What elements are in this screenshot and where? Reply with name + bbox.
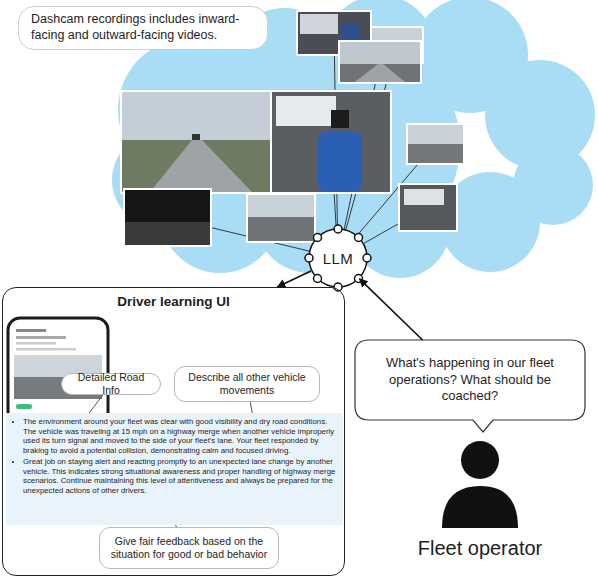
speech-bubble: What's happening in our fleet operations…: [355, 340, 585, 432]
vehicle: [192, 134, 200, 140]
cab-window: [276, 96, 336, 126]
question-text: What's happening in our fleet operations…: [355, 340, 585, 420]
flow-arrow: [360, 279, 423, 340]
actor-label: Fleet operator: [410, 537, 550, 560]
person-body: [442, 486, 518, 528]
ring-dot: [363, 254, 371, 262]
text-bar: [16, 348, 76, 351]
ring-dot: [313, 275, 321, 283]
sky: [248, 195, 314, 217]
feedback-text: Great job on staying alert and reacting …: [23, 457, 337, 495]
road: [355, 64, 405, 82]
ground: [122, 140, 270, 192]
ring-dot: [334, 225, 342, 233]
ground: [340, 64, 420, 82]
text-bar: [16, 336, 66, 339]
speech-outline: [355, 340, 585, 432]
panel-heading: Driver learning UI: [3, 294, 344, 309]
ring-dot: [355, 233, 363, 241]
ring-dot: [305, 254, 313, 262]
ui-panel: Driver learning UI The environment around…: [2, 287, 345, 576]
video-thumbnail: [398, 183, 458, 232]
leader-line: [89, 395, 103, 413]
thumbnail-frame: [406, 123, 465, 165]
text-bar: [16, 329, 46, 332]
status-tag: [16, 404, 32, 409]
thumbnail-frame: [338, 40, 422, 84]
callout-bubble: Dashcam recordings includes inward-facin…: [18, 6, 268, 50]
ring-dot: [313, 233, 321, 241]
feedback-text: The environment around your fleet was cl…: [23, 417, 337, 455]
flow-arrow: [277, 271, 311, 287]
llm-node: LLM: [308, 228, 368, 288]
llm-circle: [309, 229, 367, 287]
night-sky: [125, 190, 210, 245]
ring-dot: [355, 275, 363, 283]
feedback-box: The environment around your fleet was cl…: [6, 413, 343, 525]
cab-window: [404, 189, 444, 205]
sky: [122, 92, 270, 140]
person-head: [461, 441, 499, 479]
cab-window: [300, 14, 338, 34]
callout-text: Give fair feedback based on the situatio…: [106, 535, 272, 560]
road: [150, 140, 252, 192]
callout-text: Dashcam recordings includes inward-facin…: [31, 12, 255, 43]
person-actor: Fleet operator: [410, 436, 550, 566]
ground: [248, 217, 314, 241]
driver-figure: [318, 132, 362, 192]
ground: [125, 222, 210, 245]
video-thumbnail: [120, 90, 272, 194]
face-blur: [331, 110, 349, 128]
video-thumbnail: [246, 193, 316, 243]
thumbnail-frame: [123, 188, 212, 247]
video-thumbnail: [123, 188, 212, 247]
ground: [408, 144, 463, 163]
annotation-callout: Describe all other vehicle movements: [174, 366, 320, 402]
callout-text: Detailed Road Info: [68, 371, 154, 396]
annotation-callout: Give fair feedback based on the situatio…: [99, 527, 279, 569]
thumbnail-frame: [246, 193, 316, 243]
sky: [340, 42, 420, 64]
text-bar: [16, 342, 56, 345]
video-thumbnail: [338, 40, 422, 84]
video-thumbnail: [270, 90, 392, 194]
annotation-callout: Detailed Road Info: [61, 373, 161, 395]
cab-interior: [400, 185, 456, 230]
leader-line: [250, 402, 252, 413]
thumbnail-frame: [120, 90, 272, 194]
sky: [408, 125, 463, 144]
leader-line: [175, 525, 176, 527]
cab-interior: [272, 92, 390, 192]
thumbnail-frame: [270, 90, 392, 194]
node-label: LLM: [323, 250, 354, 267]
callout-text: Describe all other vehicle movements: [181, 371, 313, 396]
bullet-list: The environment around your fleet was cl…: [12, 417, 337, 495]
video-thumbnail: [406, 123, 465, 165]
thumbnail-frame: [398, 183, 458, 232]
